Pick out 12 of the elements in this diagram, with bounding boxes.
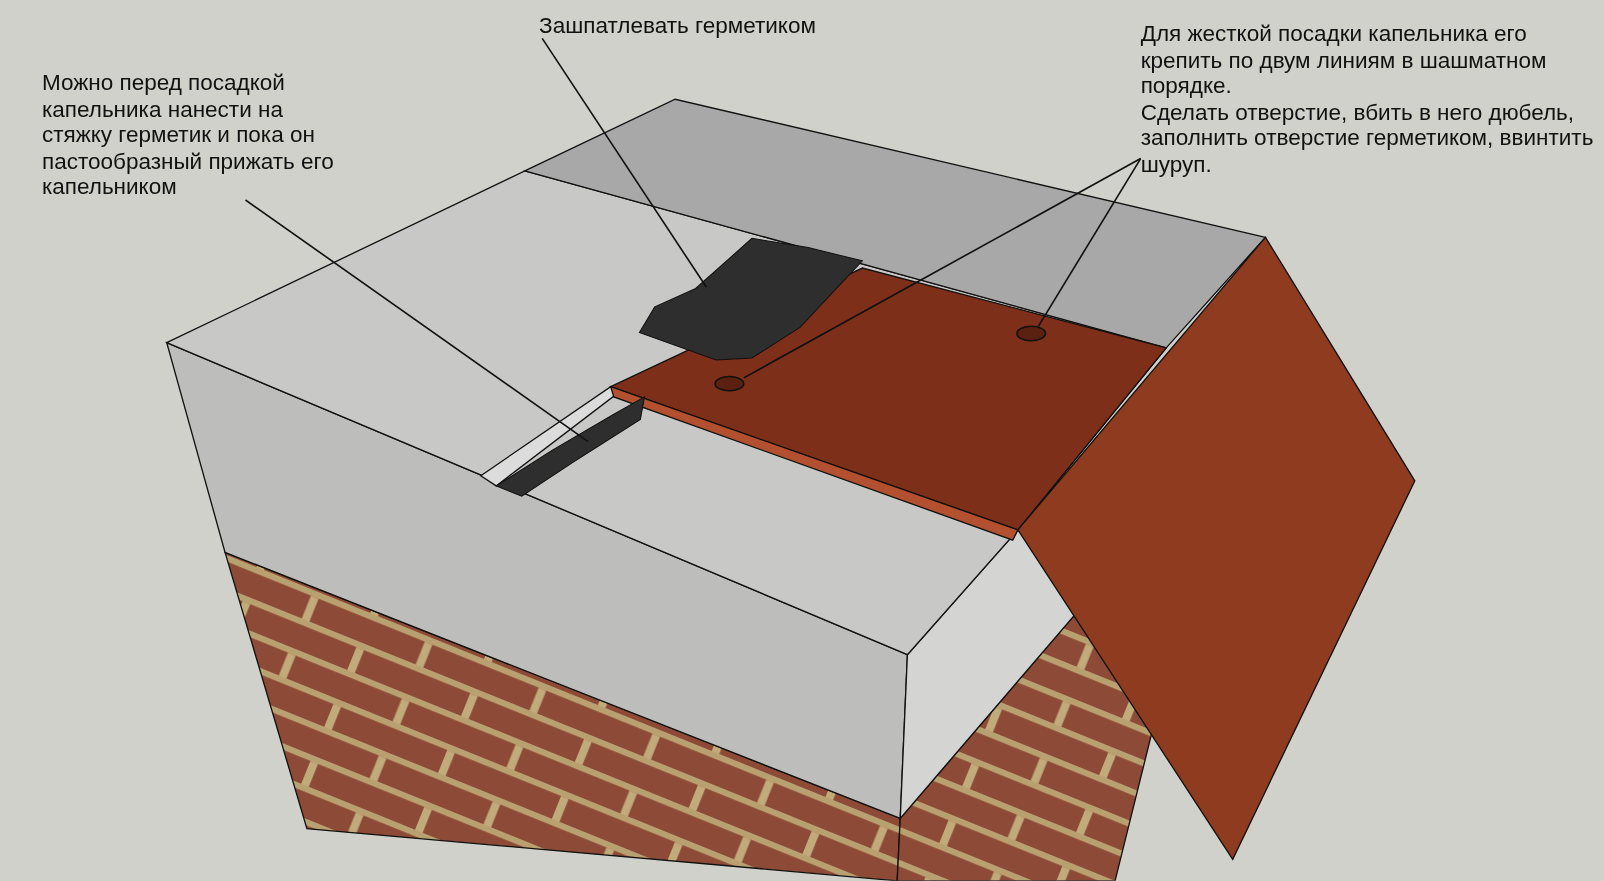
- sealant-strip: [495, 395, 646, 497]
- leader-line: [742, 157, 1142, 379]
- note-text: Сделать отверстие, вбить в него дюбель, заполнить отверстие герметиком, ввинтить шуруп.: [1140, 98, 1595, 177]
- sealant-strip: [638, 237, 864, 361]
- fastener-hole: [714, 375, 745, 392]
- leader-line: [541, 37, 708, 288]
- note-text: Можно перед посадкой капельника нанести на стяжку герметик и пока он пастообразный прижать его капельником: [41, 69, 335, 200]
- note-text: Для жесткой посадки капельника его крепить по двум линиям в шашматном порядке.: [1140, 20, 1548, 99]
- fastener-hole: [1016, 325, 1047, 342]
- leader-line: [244, 199, 589, 443]
- note-text: Зашпатлевать герметиком: [539, 12, 817, 39]
- leader-line: [1037, 157, 1142, 328]
